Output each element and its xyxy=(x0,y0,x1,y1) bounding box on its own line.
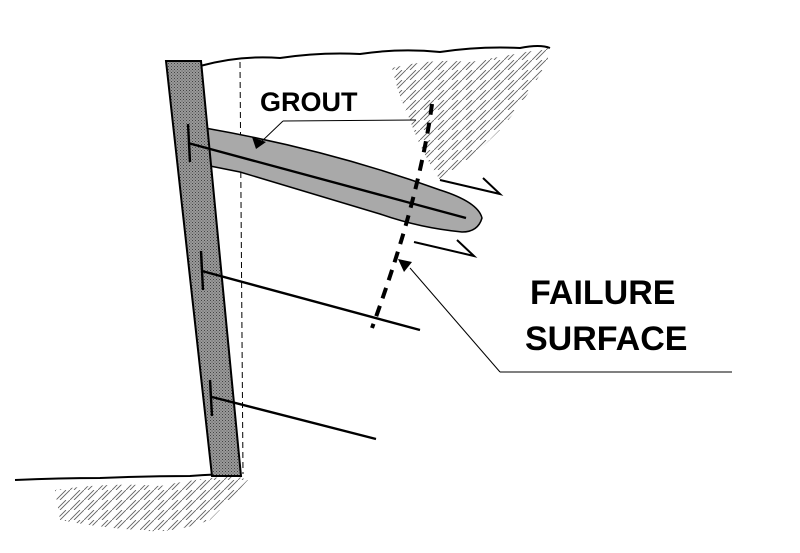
failure-label-line2: SURFACE xyxy=(525,320,687,358)
movement-arrow-lower xyxy=(413,239,478,258)
excavation-reference-line xyxy=(239,61,244,475)
failure-callout-leader xyxy=(398,259,732,373)
retaining-wall xyxy=(164,60,243,477)
ground-surface-bottom xyxy=(14,473,241,481)
soil-nail-middle xyxy=(199,250,421,332)
movement-arrow-upper xyxy=(439,177,504,196)
failure-surface-line xyxy=(370,103,434,329)
grout-label: GROUT xyxy=(260,87,358,117)
grout-callout-leader xyxy=(252,119,417,149)
ground-surface-top xyxy=(199,45,551,67)
ground-hatch-top xyxy=(392,48,548,180)
soil-nail-top xyxy=(186,123,467,220)
failure-label-line1: FAILURE xyxy=(530,274,675,312)
soil-nail-bottom xyxy=(208,379,377,441)
ground-hatch-bottom xyxy=(55,476,248,532)
